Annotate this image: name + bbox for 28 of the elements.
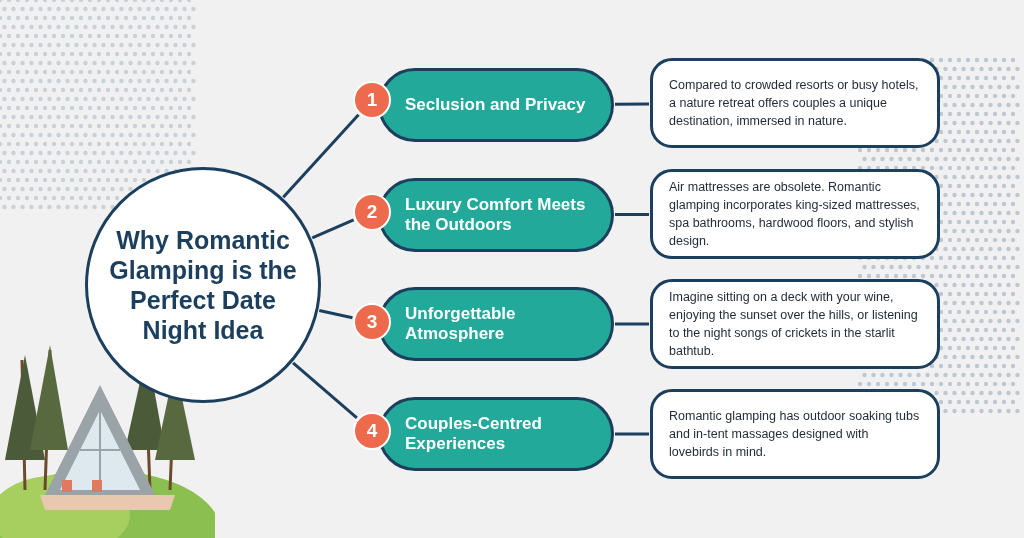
number-badge bbox=[353, 81, 391, 119]
number-text: 4 bbox=[366, 418, 378, 443]
number-badge bbox=[353, 193, 391, 231]
number-text: 1 bbox=[366, 87, 378, 112]
topic-text: Unforgettable Atmosphere bbox=[405, 304, 517, 344]
description-text: Air mattresses are obsolete. Romantic glamping incorporates king-sized mattresses, spa bathrooms, hardwood floors, and stylish design. bbox=[669, 179, 921, 250]
connector-line bbox=[615, 432, 649, 436]
description-text: Compared to crowded resorts or busy hotels, a nature retreat offers couples a unique destination, immersed in nature. bbox=[669, 77, 920, 130]
description-box bbox=[650, 58, 940, 148]
description-text: Romantic glamping has outdoor soaking tubs and in-tent massages designed with lovebirds in mind. bbox=[669, 408, 921, 461]
description-box bbox=[650, 169, 940, 259]
description-box bbox=[650, 279, 940, 369]
connector-line bbox=[615, 102, 649, 106]
connector-line bbox=[292, 361, 358, 420]
connector-line bbox=[615, 213, 649, 217]
topic-text: Couples-Centred Experiences bbox=[405, 414, 543, 454]
topic-text: Luxury Comfort Meets the Outdoors bbox=[405, 195, 587, 235]
description-box bbox=[650, 389, 940, 479]
number-badge bbox=[353, 303, 391, 341]
title-text: Why Romantic Glamping is the Perfect Date Night Idea bbox=[108, 225, 298, 345]
connector-line bbox=[615, 322, 649, 326]
number-text: 2 bbox=[366, 199, 378, 224]
number-badge bbox=[353, 412, 391, 450]
topic-text: Seclusion and Privacy bbox=[405, 95, 586, 115]
connector-line bbox=[282, 113, 360, 199]
description-text: Imagine sitting on a deck with your wine, enjoying the sunset over the hills, or listening to the night songs of crickets in the starlit bathtub. bbox=[669, 289, 919, 360]
connector-line bbox=[311, 218, 355, 240]
number-text: 3 bbox=[366, 309, 378, 334]
